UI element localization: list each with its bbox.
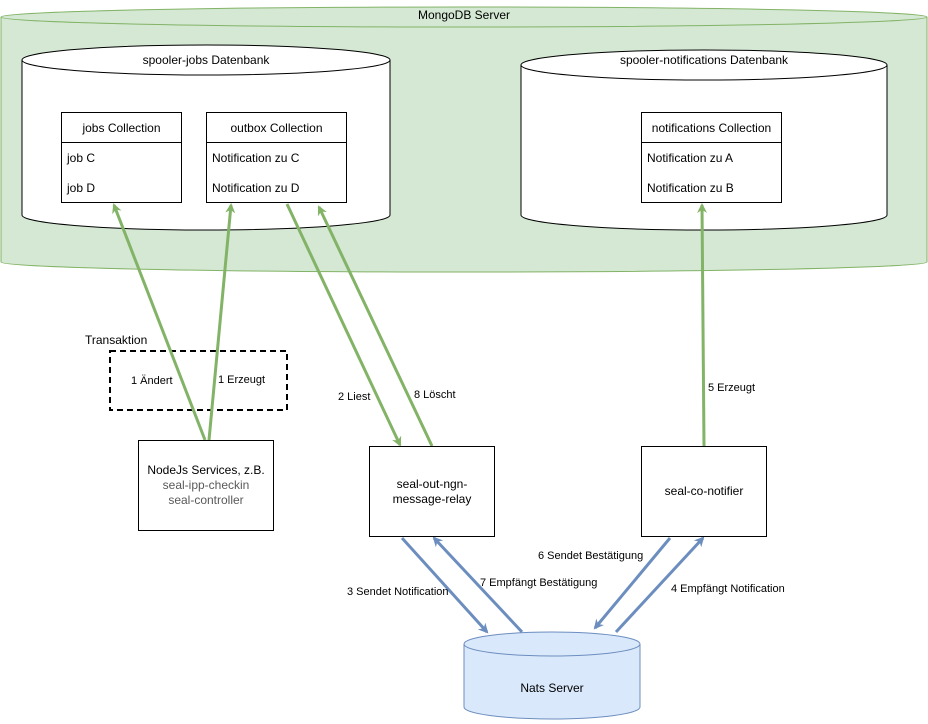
jobs-db-label: spooler-jobs Datenbank (142, 53, 270, 67)
arrow-creates-notification (697, 203, 708, 447)
arrow-sends-notification (400, 536, 489, 634)
edge-label-sends-confirmation: 6 Sendet Bestätigung (538, 550, 644, 562)
edge-label-receives-notification: 4 Empfängt Notification (671, 583, 785, 595)
arrow-create-outbox (207, 203, 236, 441)
arrow-sends-confirmation (593, 537, 672, 630)
nodejs-services-title: NodeJs Services, z.B. (147, 463, 265, 477)
arrow-deletes (317, 205, 434, 447)
co-notifier-box: seal-co-notifier (641, 446, 767, 537)
outbox-collection-title: outbox Collection (207, 113, 346, 143)
co-notifier-label: seal-co-notifier (664, 484, 744, 498)
message-relay-box: seal-out-ngn- message-relay (369, 446, 495, 537)
nodejs-service-controller: seal-controller (168, 493, 244, 507)
jobs-collection: jobs Collection job C job D (61, 112, 182, 203)
transaction-create-label: 1 Erzeugt (218, 374, 266, 386)
nodejs-service-ipp-checkin: seal-ipp-checkin (162, 478, 250, 492)
mongodb-server-label: MongoDB Server (417, 8, 511, 22)
arrow-receives-confirmation (432, 536, 524, 634)
nats-server-cylinder (463, 631, 641, 720)
list-item: job C (67, 151, 96, 165)
nodejs-services-box: NodeJs Services, z.B. seal-ipp-checkin s… (138, 440, 274, 531)
transaction-box (109, 350, 288, 411)
edge-label-creates: 5 Erzeugt (708, 382, 756, 394)
arrow-receives-notification (614, 536, 705, 634)
message-relay-label-line2: message-relay (392, 491, 472, 506)
list-item: job D (67, 181, 96, 195)
arrow-reads (285, 203, 402, 447)
edge-label-receives-confirmation: 7 Empfängt Bestätigung (480, 577, 598, 589)
notifications-collection: notifications Collection Notification zu… (641, 112, 782, 203)
list-item: Notification zu D (212, 181, 300, 195)
edge-label-sends-notification: 3 Sendet Notification (347, 586, 449, 598)
transaction-change-label: 1 Ändert (131, 375, 173, 387)
outbox-collection: outbox Collection Notification zu C Noti… (206, 112, 347, 203)
notifications-collection-title: notifications Collection (642, 113, 781, 143)
arrow-change-jobs (112, 203, 207, 441)
list-item: Notification zu A (647, 151, 734, 165)
message-relay-label-line1: seal-out-ngn- (396, 476, 468, 491)
jobs-collection-title: jobs Collection (62, 113, 181, 143)
edge-label-reads: 2 Liest (338, 391, 371, 403)
nats-server-label: Nats Server (520, 681, 584, 695)
transaction-label: Transaktion (85, 333, 148, 347)
list-item: Notification zu C (212, 151, 300, 165)
list-item: Notification zu B (647, 181, 734, 195)
edge-label-deletes: 8 Löscht (414, 389, 456, 401)
notifications-db-label: spooler-notifications Datenbank (619, 53, 789, 67)
